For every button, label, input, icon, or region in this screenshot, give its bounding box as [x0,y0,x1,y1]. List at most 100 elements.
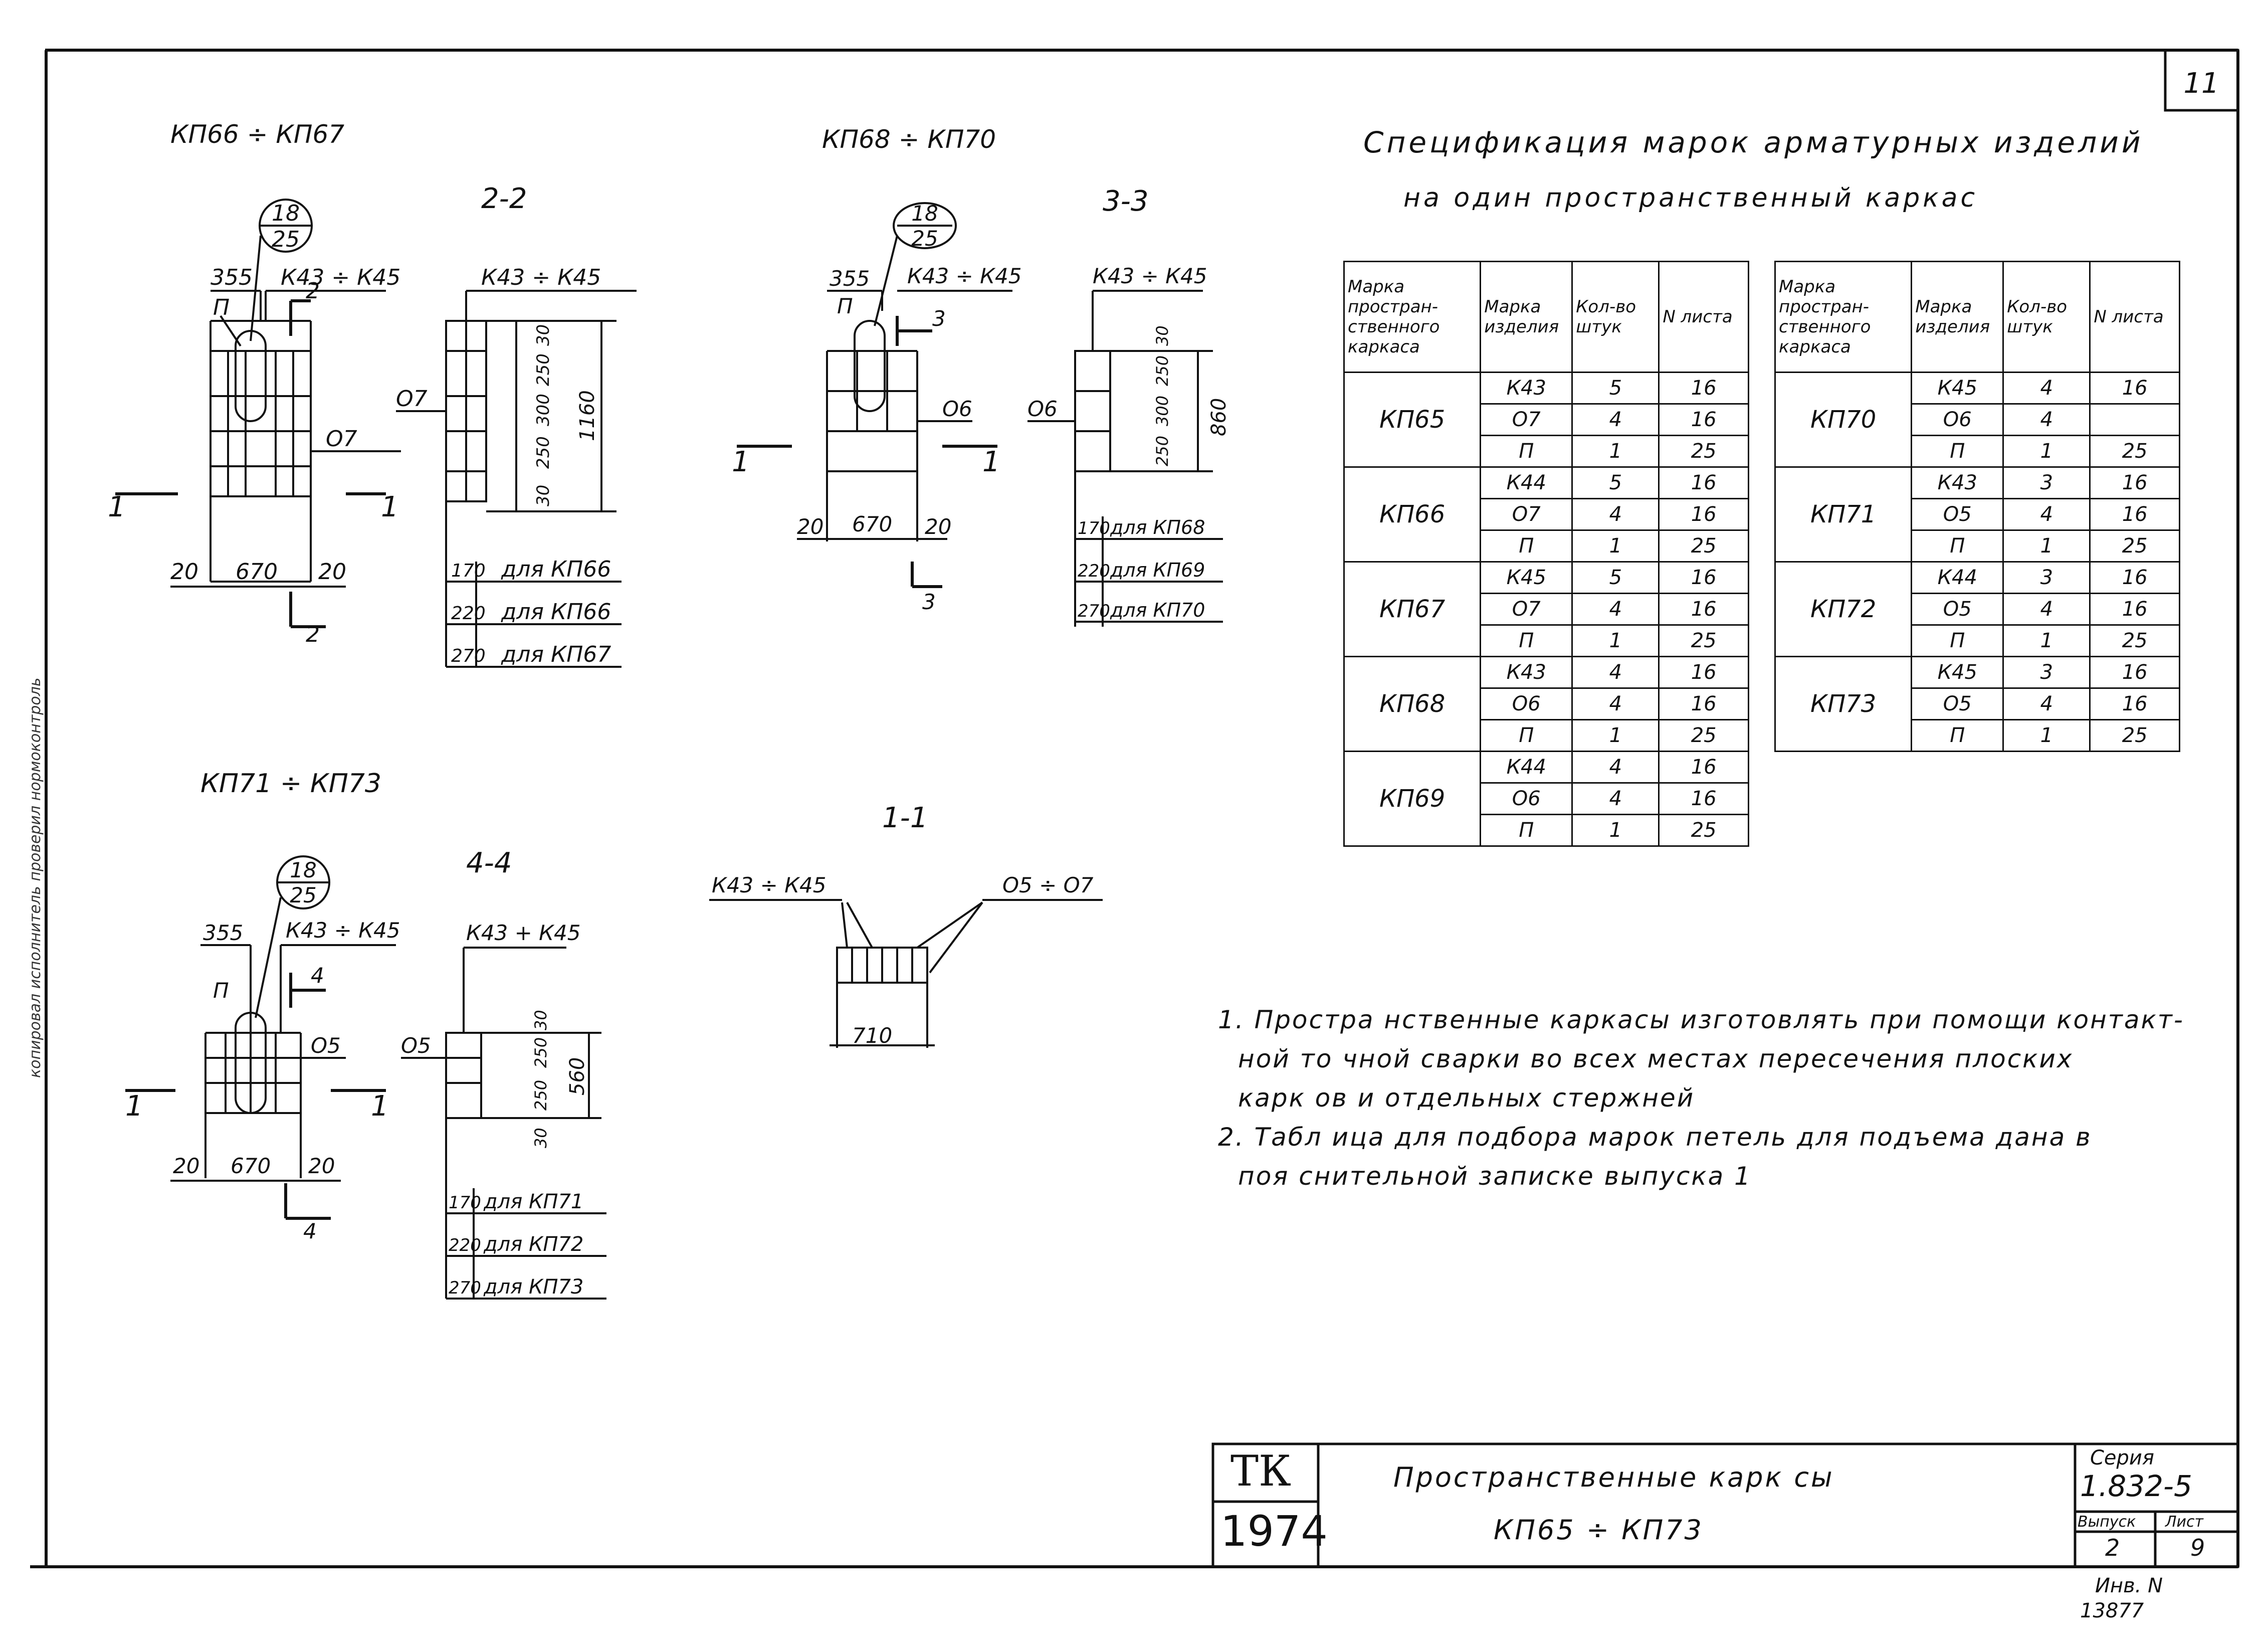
group2-title: КП68 ÷ КП70 [822,125,996,154]
tb-sheet-value: 9 [2190,1534,2205,1561]
item-mark: К43 [1911,466,2004,499]
sheet-number: 16 [1658,782,1749,815]
header-frame: Марка простран-ственного каркаса [1774,261,1913,373]
item-mark: П [1911,624,2004,657]
frame-mark: КП68 [1343,656,1482,752]
dim-710: 710 [852,1023,892,1048]
dim-270: 270 [451,646,486,666]
sheet-number: 16 [2089,593,2180,626]
item-mark: П [1911,435,2004,468]
item-mark: К44 [1480,466,1573,499]
dim-250: 250 [531,1080,550,1111]
section-4-4-label: 4-4 [466,847,512,879]
item-mark: О5 [1911,687,2004,720]
for-kp70: для КП70 [1110,599,1205,621]
loop-mark: П [213,978,229,1003]
dim-1160: 1160 [576,390,599,441]
sheet-number: 16 [1658,561,1749,594]
quantity: 4 [2002,403,2091,436]
dim-30: 30 [531,1010,550,1030]
frame-mark: КП73 [1774,656,1913,752]
sheet-number: 25 [2089,719,2180,752]
header-sheet: N листа [1658,261,1749,373]
header-sheet: N листа [2089,261,2180,373]
dim-20: 20 [308,1154,335,1178]
cut-label: 1 [108,491,126,523]
header-qty: Кол-во штук [2002,261,2091,373]
item-mark: О6 [1911,403,2004,436]
bubble-bottom: 25 [272,227,300,252]
sheet-frame [30,49,2239,1568]
sheet-number: 25 [2089,529,2180,563]
section-1-1-label: 1-1 [882,802,928,834]
item-mark: П [1480,624,1573,657]
sheet-number: 16 [2089,372,2180,405]
group2-drawing [737,202,1223,627]
sheet-number: 25 [1658,529,1749,563]
quantity: 3 [2002,466,2091,499]
label-o6: О6 [1027,397,1058,421]
quantity: 3 [2002,656,2091,689]
dim-20: 20 [170,559,198,585]
spec-title-line1: Спецификация марок арматурных изделий [1363,125,2144,159]
quantity: 4 [2002,498,2091,531]
item-mark: К44 [1480,751,1573,784]
dim-220: 220 [449,1235,481,1255]
tb-sheet-label: Лист [2165,1513,2204,1531]
cut-label: 4 [303,1219,317,1243]
for-kp71: для КП71 [483,1190,583,1213]
header-item: Марка изделия [1480,261,1573,373]
quantity: 5 [1571,372,1660,405]
dim-355: 355 [211,265,253,290]
dim-355: 355 [203,921,243,945]
quantity: 4 [1571,782,1660,815]
sheet-number: 16 [2089,466,2180,499]
sheet-number: 16 [1658,403,1749,436]
note-line: ной то чной сварки во всех местах пересе… [1238,1044,2074,1073]
frame-mark: КП67 [1343,561,1482,657]
dim-860: 860 [1207,398,1230,436]
quantity: 4 [1571,751,1660,784]
dim-30: 30 [531,1128,550,1148]
for-kp72: для КП72 [483,1233,583,1256]
cut-label: 1 [982,446,1000,478]
dim-20: 20 [318,559,346,585]
spec-table-left: Марка простран-ственного каркаса Марка и… [1343,261,1749,847]
cut-label: 1 [381,491,399,523]
group3-drawing [125,855,606,1300]
dim-30: 30 [1153,325,1172,346]
mark-range: К43 ÷ К45 [1093,264,1207,288]
item-mark: К45 [1911,372,2004,405]
tb-issue-label: Выпуск [2078,1513,2136,1531]
for-kp66b: для КП66 [501,599,611,625]
mark-range-b: К43 ÷ К45 [481,265,601,290]
item-mark: П [1480,529,1573,563]
item-mark: О6 [1480,782,1573,815]
tb-title-line1: Пространственные карк сы [1393,1461,1834,1493]
mark-range: К43 ÷ К45 [907,264,1021,288]
sheet-number: 25 [2089,435,2180,468]
group1-title: КП66 ÷ КП67 [170,120,344,149]
sheet-number: 16 [2089,561,2180,594]
left-margin-text: копировал исполнитель проверил нормоконт… [27,677,44,1078]
sheet-number: 16 [1658,498,1749,531]
group1-drawing [115,199,637,668]
dim-220: 220 [451,603,486,624]
item-mark: П [1911,719,2004,752]
bubble-bottom: 25 [290,883,316,907]
sheet-number: 25 [1658,719,1749,752]
item-mark: К44 [1911,561,2004,594]
